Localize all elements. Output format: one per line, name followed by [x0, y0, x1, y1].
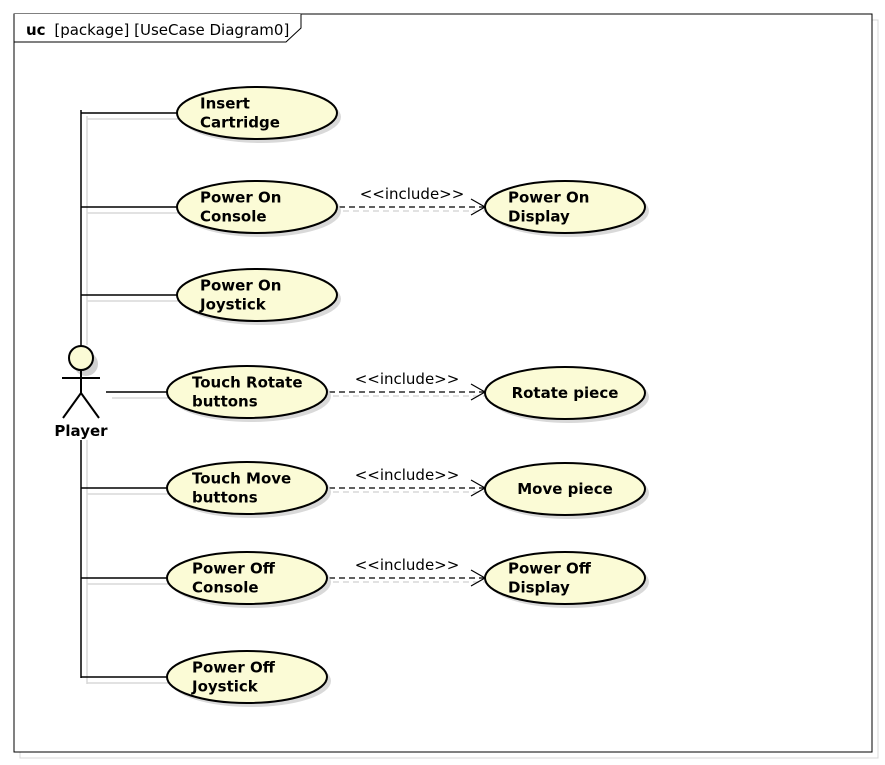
use-case-ellipse [166, 461, 328, 515]
use-case-label: Power On [508, 189, 589, 207]
use-case-ellipse [484, 180, 646, 234]
include-label: <<include>> [355, 370, 460, 388]
include-label: <<include>> [355, 466, 460, 484]
include-dependency[interactable]: <<include>> [329, 370, 489, 401]
use-case-label: Cartridge [200, 114, 280, 132]
actor-head [68, 345, 94, 371]
use-case-ellipse [484, 366, 646, 420]
include-dependency[interactable]: <<include>> [329, 466, 489, 497]
use-case-label: Rotate piece [512, 384, 619, 402]
include-dependencies: <<include>> <<include>> <<include>> <<inclu… [329, 185, 489, 587]
include-dependency[interactable]: <<include>> [339, 185, 489, 216]
use-case-rotate-piece[interactable]: Rotate piece [484, 366, 649, 423]
use-case-label: Console [200, 208, 267, 226]
diagram-frame: uc [package] [UseCase Diagram0] [13, 13, 879, 759]
use-case-ellipse [166, 650, 328, 704]
use-case-label: buttons [192, 393, 258, 411]
use-case-ellipse [166, 551, 328, 605]
use-case-label: Power On [200, 189, 281, 207]
use-case-label: Power Off [192, 560, 276, 578]
include-label: <<include>> [360, 185, 465, 203]
association-lines [80, 110, 183, 684]
use-case-label: Display [508, 579, 570, 597]
include-label: <<include>> [355, 556, 460, 574]
use-case-label: Power Off [192, 659, 276, 677]
actor-player[interactable]: Player [54, 345, 108, 440]
use-case-move-piece[interactable]: Move piece [484, 462, 649, 519]
use-case-ellipse [176, 86, 338, 140]
use-case-label: Touch Rotate [192, 374, 303, 392]
use-case-label: Joystick [199, 296, 267, 314]
use-case-label: buttons [192, 489, 258, 507]
use-case-label: Console [192, 579, 259, 597]
use-case-label: Power On [200, 277, 281, 295]
use-case-label: Touch Move [192, 470, 291, 488]
use-case-label: Insert [200, 95, 250, 113]
use-case-ellipse [484, 551, 646, 605]
include-dependency[interactable]: <<include>> [329, 556, 489, 587]
frame-keyword: uc [26, 21, 46, 39]
use-case-label: Joystick [191, 678, 259, 696]
use-case-label: Power Off [508, 560, 592, 578]
use-case-ellipse [176, 180, 338, 234]
frame-title: [package] [UseCase Diagram0] [54, 21, 289, 39]
actor-label: Player [54, 422, 108, 440]
use-case-label: Display [508, 208, 570, 226]
use-case-ellipse [484, 462, 646, 516]
svg-text:uc [package] [UseCase Di: uc [package] [UseCase Diagram0] [26, 21, 289, 39]
use-case-label: Move piece [517, 480, 613, 498]
use-case-ellipse [176, 268, 338, 322]
use-case-ellipse [166, 365, 328, 419]
